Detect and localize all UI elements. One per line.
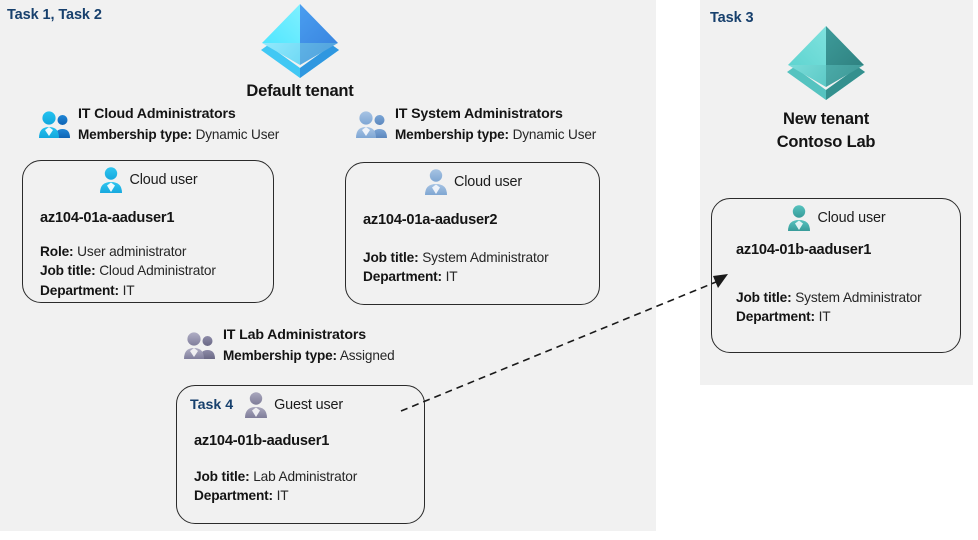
card-header: Cloud user bbox=[23, 166, 273, 194]
prop-label: Job title: bbox=[736, 290, 792, 305]
group-text: IT Cloud Administrators Membership type:… bbox=[78, 106, 279, 142]
membership-type-value: Dynamic User bbox=[512, 127, 597, 142]
prop-value: IT bbox=[818, 309, 831, 325]
membership-type-label: Membership type: bbox=[78, 127, 192, 142]
group-membership-type: Membership type: Dynamic User bbox=[78, 127, 279, 142]
new-tenant-name-line2: Contoso Lab bbox=[776, 133, 876, 152]
azure-tenant-icon bbox=[787, 26, 865, 100]
prop-value: Lab Administrator bbox=[253, 469, 358, 484]
card-properties: Job title: System Administrator Departme… bbox=[736, 288, 960, 327]
card-header: Task 4 Guest user bbox=[190, 391, 424, 419]
membership-type-value: Assigned bbox=[339, 348, 395, 363]
group-text: IT Lab Administrators Membership type: A… bbox=[223, 327, 395, 363]
prop-value: IT bbox=[276, 488, 289, 504]
default-tenant-block: Default tenant bbox=[200, 2, 400, 101]
prop-value: IT bbox=[445, 269, 458, 285]
card-head-label: Cloud user bbox=[129, 172, 198, 188]
card-prop-row: Department: IT bbox=[736, 307, 960, 326]
group-it-system-administrators: IT System Administrators Membership type… bbox=[355, 106, 596, 142]
default-tenant-name: Default tenant bbox=[246, 82, 354, 100]
user-card-guest-aaduser1[interactable]: Task 4 Guest user az104-01b-aaduser1 Job… bbox=[176, 385, 425, 524]
membership-type-value: Dynamic User bbox=[195, 127, 280, 142]
prop-label: Role: bbox=[40, 244, 74, 259]
prop-label: Job title: bbox=[194, 469, 250, 484]
prop-label: Job title: bbox=[40, 263, 96, 279]
card-user-name: az104-01b-aaduser1 bbox=[736, 242, 872, 258]
group-users-icon bbox=[184, 332, 215, 359]
prop-label: Department: bbox=[40, 282, 119, 298]
card-prop-row: Job title: System Administrator bbox=[363, 248, 599, 267]
card-prop-row: Job title: Lab Administrator bbox=[194, 467, 424, 486]
default-tenant-panel bbox=[0, 0, 656, 531]
card-prop-row: Job title: Cloud Administrator bbox=[40, 261, 273, 280]
card-head-label: Cloud user bbox=[453, 174, 523, 190]
new-tenant-name: New tenant Contoso Lab bbox=[726, 108, 926, 155]
card-head-label: Guest user bbox=[274, 397, 344, 413]
guest-user-icon bbox=[245, 392, 268, 418]
new-tenant-name-line1: New tenant bbox=[782, 110, 869, 128]
group-membership-type: Membership type: Dynamic User bbox=[395, 127, 596, 142]
new-tenant-block: New tenant Contoso Lab bbox=[726, 24, 926, 155]
card-prop-row: Department: IT bbox=[194, 486, 424, 505]
group-title: IT System Administrators bbox=[395, 106, 563, 122]
group-it-lab-administrators: IT Lab Administrators Membership type: A… bbox=[183, 327, 395, 363]
card-user-name: az104-01b-aaduser1 bbox=[194, 433, 330, 449]
card-prop-row: Department: IT bbox=[363, 267, 599, 286]
card-header: Cloud user bbox=[712, 204, 960, 232]
group-text: IT System Administrators Membership type… bbox=[395, 106, 596, 142]
prop-label: Department: bbox=[363, 269, 442, 285]
group-users-icon bbox=[39, 111, 70, 138]
task-label-4: Task 4 bbox=[190, 397, 234, 413]
prop-value: User administrator bbox=[77, 244, 187, 259]
prop-value: IT bbox=[122, 282, 135, 298]
card-properties: Role: User administrator Job title: Clou… bbox=[40, 242, 273, 300]
prop-value: Cloud Administrator bbox=[99, 263, 216, 279]
azure-tenant-icon bbox=[261, 4, 339, 78]
card-properties: Job title: System Administrator Departme… bbox=[363, 248, 599, 287]
group-it-cloud-administrators: IT Cloud Administrators Membership type:… bbox=[38, 106, 279, 142]
cloud-user-icon bbox=[424, 169, 447, 195]
group-title: IT Lab Administrators bbox=[223, 327, 366, 343]
prop-label: Department: bbox=[736, 309, 815, 325]
prop-label: Job title: bbox=[363, 250, 419, 265]
card-header: Cloud user bbox=[346, 168, 599, 196]
task-label-3: Task 3 bbox=[710, 10, 754, 26]
task-label-1-2: Task 1, Task 2 bbox=[7, 7, 102, 23]
prop-value: System Administrator bbox=[422, 250, 549, 265]
user-card-aaduser2[interactable]: Cloud user az104-01a-aaduser2 Job title:… bbox=[345, 162, 600, 305]
card-user-name: az104-01a-aaduser1 bbox=[40, 210, 175, 226]
card-user-name: az104-01a-aaduser2 bbox=[363, 212, 498, 228]
card-prop-row: Job title: System Administrator bbox=[736, 288, 960, 307]
card-prop-row: Role: User administrator bbox=[40, 242, 273, 261]
membership-type-label: Membership type: bbox=[395, 127, 509, 142]
membership-type-label: Membership type: bbox=[223, 348, 337, 363]
user-card-aaduser1[interactable]: Cloud user az104-01a-aaduser1 Role: User… bbox=[22, 160, 274, 303]
card-properties: Job title: Lab Administrator Department:… bbox=[194, 467, 424, 506]
prop-value: System Administrator bbox=[795, 290, 922, 305]
cloud-user-icon bbox=[788, 205, 811, 231]
group-title: IT Cloud Administrators bbox=[78, 106, 236, 122]
user-card-aaduser1b[interactable]: Cloud user az104-01b-aaduser1 Job title:… bbox=[711, 198, 961, 353]
prop-label: Department: bbox=[194, 488, 273, 504]
cloud-user-icon bbox=[100, 167, 123, 193]
card-prop-row: Department: IT bbox=[40, 281, 273, 300]
card-head-label: Cloud user bbox=[817, 210, 886, 226]
group-users-icon bbox=[356, 111, 387, 138]
group-membership-type: Membership type: Assigned bbox=[223, 348, 395, 363]
